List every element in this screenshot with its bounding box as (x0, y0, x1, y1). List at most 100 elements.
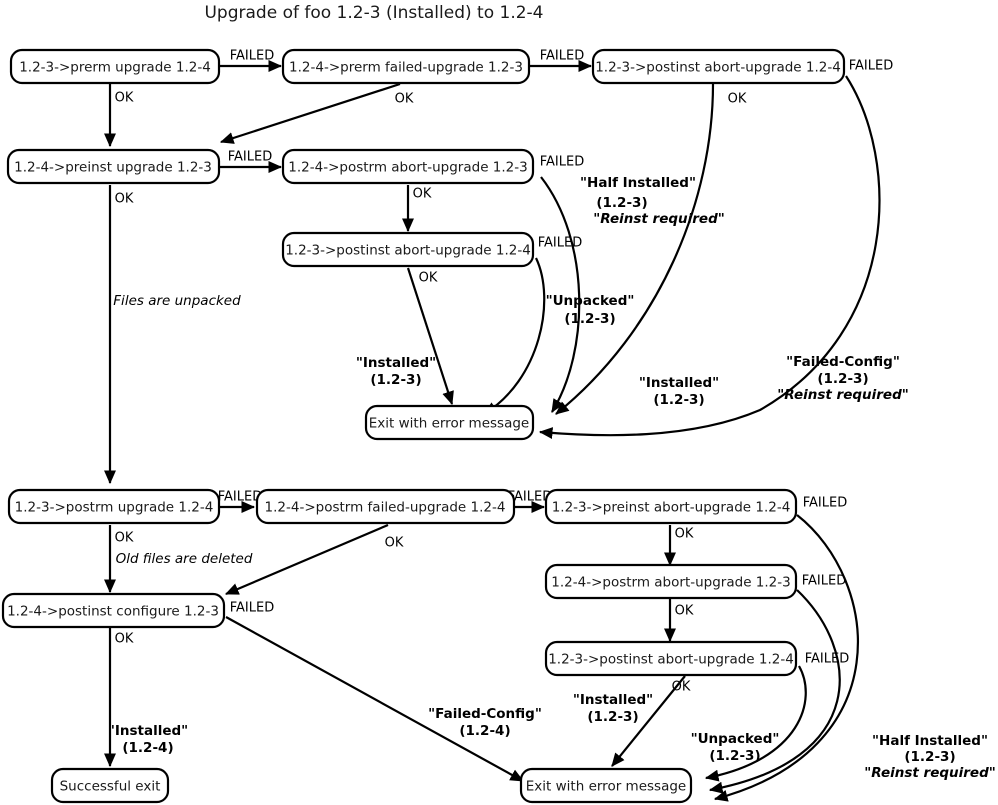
node-postinst-configure-label: 1.2-4->postinst configure 1.2-3 (7, 604, 219, 620)
edge-label-ok-10: OK (675, 604, 694, 619)
node-postrm-abort-upgrade-low-label: 1.2-4->postrm abort-upgrade 1.2-3 (551, 575, 790, 591)
node-prerm-upgrade[interactable]: 1.2-3->prerm upgrade 1.2-4 (9, 48, 221, 85)
edge-label-failed-3: FAILED (849, 59, 893, 74)
state-half-installed-123-name: "Half Installed" (580, 175, 696, 191)
node-exit-error-bottom-label: Exit with error message (526, 779, 686, 795)
edge-label-ok-2: OK (395, 92, 414, 107)
node-exit-error-top[interactable]: Exit with error message (364, 404, 535, 441)
node-postinst-abort-upgrade-low[interactable]: 1.2-3->postinst abort-upgrade 1.2-4 (544, 640, 798, 677)
state-half-installed-123-name-b: "Half Installed" (872, 733, 988, 749)
node-postinst-abort-upgrade-mid-label: 1.2-3->postinst abort-upgrade 1.2-4 (285, 243, 531, 259)
node-preinst-abort-upgrade-label: 1.2-3->preinst abort-upgrade 1.2-4 (552, 500, 791, 516)
state-failed-config-124-version: (1.2-4) (459, 723, 510, 739)
edge-prermfailed-to-preinst (219, 82, 401, 144)
node-postinst-abort-upgrade-low-label: 1.2-3->postinst abort-upgrade 1.2-4 (548, 652, 794, 668)
node-prerm-failed-upgrade-label: 1.2-4->prerm failed-upgrade 1.2-3 (289, 60, 523, 76)
node-exit-error-bottom-box[interactable] (519, 767, 693, 804)
node-postrm-upgrade-label: 1.2-3->postrm upgrade 1.2-4 (15, 500, 214, 516)
node-postinst-configure[interactable]: 1.2-4->postinst configure 1.2-3 (1, 592, 226, 629)
edge-label-failed-10: FAILED (802, 574, 846, 589)
node-postinst-abort-upgrade-top[interactable]: 1.2-3->postinst abort-upgrade 1.2-4 (591, 48, 846, 85)
node-postrm-failed-upgrade-box[interactable] (255, 488, 516, 525)
node-successful-exit-label: Successful exit (60, 779, 161, 795)
state-failed-config-123-reinst: "Reinst required" (777, 387, 909, 403)
state-installed-123-name-c: "Installed" (573, 692, 653, 708)
node-postrm-failed-upgrade[interactable]: 1.2-4->postrm failed-upgrade 1.2-4 (255, 488, 516, 525)
node-postrm-abort-upgrade-mid-box[interactable] (281, 148, 535, 185)
state-half-installed-123-reinst: "Reinst required" (593, 211, 725, 227)
edge-label-failed-8: FAILED (508, 490, 552, 505)
node-exit-error-top-box[interactable] (364, 404, 535, 441)
edge-postrmabortlow-failed-to-exitbottom (708, 589, 841, 794)
state-installed-123-name-b: "Installed" (639, 375, 719, 391)
node-preinst-upgrade[interactable]: 1.2-4->preinst upgrade 1.2-3 (6, 148, 221, 185)
state-unpacked-123-version: (1.2-3) (564, 311, 615, 327)
edge-postinstabortlow-ok-to-exitbottom (611, 675, 686, 767)
edge-postrmabortmid-failed-to-exit (540, 176, 581, 413)
edge-label-failed-9: FAILED (805, 652, 849, 667)
node-postinst-abort-upgrade-low-box[interactable] (544, 640, 798, 677)
state-installed-124-version: (1.2-4) (122, 740, 173, 756)
edge-label-ok-8: OK (385, 536, 404, 551)
edge-postinstconfigure-failed-to-exitbottom (225, 616, 524, 782)
node-exit-error-bottom[interactable]: Exit with error message (519, 767, 693, 804)
state-unpacked-123-version-b: (1.2-3) (709, 748, 760, 764)
edge-label-failed-12: FAILED (230, 601, 274, 616)
state-installed-123-name-a: "Installed" (356, 355, 436, 371)
node-postrm-abort-upgrade-low-box[interactable] (544, 563, 798, 600)
edge-label-ok-11: OK (672, 680, 691, 695)
edge-label-failed-2: FAILED (540, 49, 584, 64)
node-postrm-failed-upgrade-label: 1.2-4->postrm failed-upgrade 1.2-4 (265, 500, 506, 516)
edge-label-ok-6: OK (419, 271, 438, 286)
state-half-installed-123-version: (1.2-3) (596, 195, 647, 211)
node-prerm-failed-upgrade[interactable]: 1.2-4->prerm failed-upgrade 1.2-3 (281, 48, 531, 85)
node-successful-exit[interactable]: Successful exit (50, 767, 170, 804)
node-postrm-abort-upgrade-low[interactable]: 1.2-4->postrm abort-upgrade 1.2-3 (544, 563, 798, 600)
edge-postinstaborttop-failed-to-exit (538, 75, 881, 440)
edge-label-failed-1: FAILED (230, 49, 274, 64)
state-unpacked-123-name-b: "Unpacked" (691, 731, 780, 747)
state-installed-123-version-b: (1.2-3) (653, 392, 704, 408)
node-postrm-abort-upgrade-mid[interactable]: 1.2-4->postrm abort-upgrade 1.2-3 (281, 148, 535, 185)
state-half-installed-123-reinst-b: "Reinst required" (864, 765, 996, 781)
node-preinst-abort-upgrade[interactable]: 1.2-3->preinst abort-upgrade 1.2-4 (544, 488, 798, 525)
edge-postinstaborttop-ok-to-exit (555, 83, 715, 415)
edge-label-ok-12: OK (115, 632, 134, 647)
note-old-files-deleted: Old files are deleted (116, 551, 253, 567)
node-postinst-abort-upgrade-mid[interactable]: 1.2-3->postinst abort-upgrade 1.2-4 (281, 231, 535, 268)
state-installed-123-version-c: (1.2-3) (587, 709, 638, 725)
edge-postinstabortlow-failed-to-exitbottom (704, 665, 807, 782)
state-failed-config-123-version: (1.2-3) (817, 371, 868, 387)
edge-postrmfailed-ok-to-postinstconfigure (224, 523, 389, 596)
node-postinst-abort-upgrade-mid-box[interactable] (281, 231, 535, 268)
node-preinst-upgrade-box[interactable] (6, 148, 221, 185)
edge-postinstabortmid-ok-to-exit (406, 267, 454, 406)
node-postrm-upgrade[interactable]: 1.2-3->postrm upgrade 1.2-4 (7, 488, 221, 525)
node-postrm-upgrade-box[interactable] (7, 488, 221, 525)
edge-preinstabort-failed-to-exitbottom (713, 514, 859, 802)
node-postinst-abort-upgrade-top-box[interactable] (591, 48, 846, 85)
edge-label-ok-5: OK (413, 187, 432, 202)
edge-label-failed-4: FAILED (228, 150, 272, 165)
node-postrm-abort-upgrade-mid-label: 1.2-4->postrm abort-upgrade 1.2-3 (288, 160, 527, 176)
node-successful-exit-box[interactable] (50, 767, 170, 804)
state-unpacked-123-name: "Unpacked" (546, 293, 635, 309)
node-preinst-abort-upgrade-box[interactable] (544, 488, 798, 525)
node-postinst-configure-box[interactable] (1, 592, 226, 629)
node-prerm-failed-upgrade-box[interactable] (281, 48, 531, 85)
state-failed-config-123-name: "Failed-Config" (786, 354, 900, 370)
edge-label-failed-6: FAILED (538, 236, 582, 251)
state-failed-config-124-name: "Failed-Config" (428, 706, 542, 722)
edge-label-ok-3: OK (728, 92, 747, 107)
node-prerm-upgrade-label: 1.2-3->prerm upgrade 1.2-4 (19, 60, 211, 76)
edge-label-ok-7: OK (115, 531, 134, 546)
edge-postinstabortmid-failed-to-exit (483, 257, 546, 415)
state-half-installed-123-version-b: (1.2-3) (904, 749, 955, 765)
node-prerm-upgrade-box[interactable] (9, 48, 221, 85)
diagram-title: Upgrade of foo 1.2-3 (Installed) to 1.2-… (204, 3, 543, 23)
edge-label-ok-4: OK (115, 192, 134, 207)
edge-label-failed-11: FAILED (803, 496, 847, 511)
state-installed-123-version-a: (1.2-3) (370, 372, 421, 388)
